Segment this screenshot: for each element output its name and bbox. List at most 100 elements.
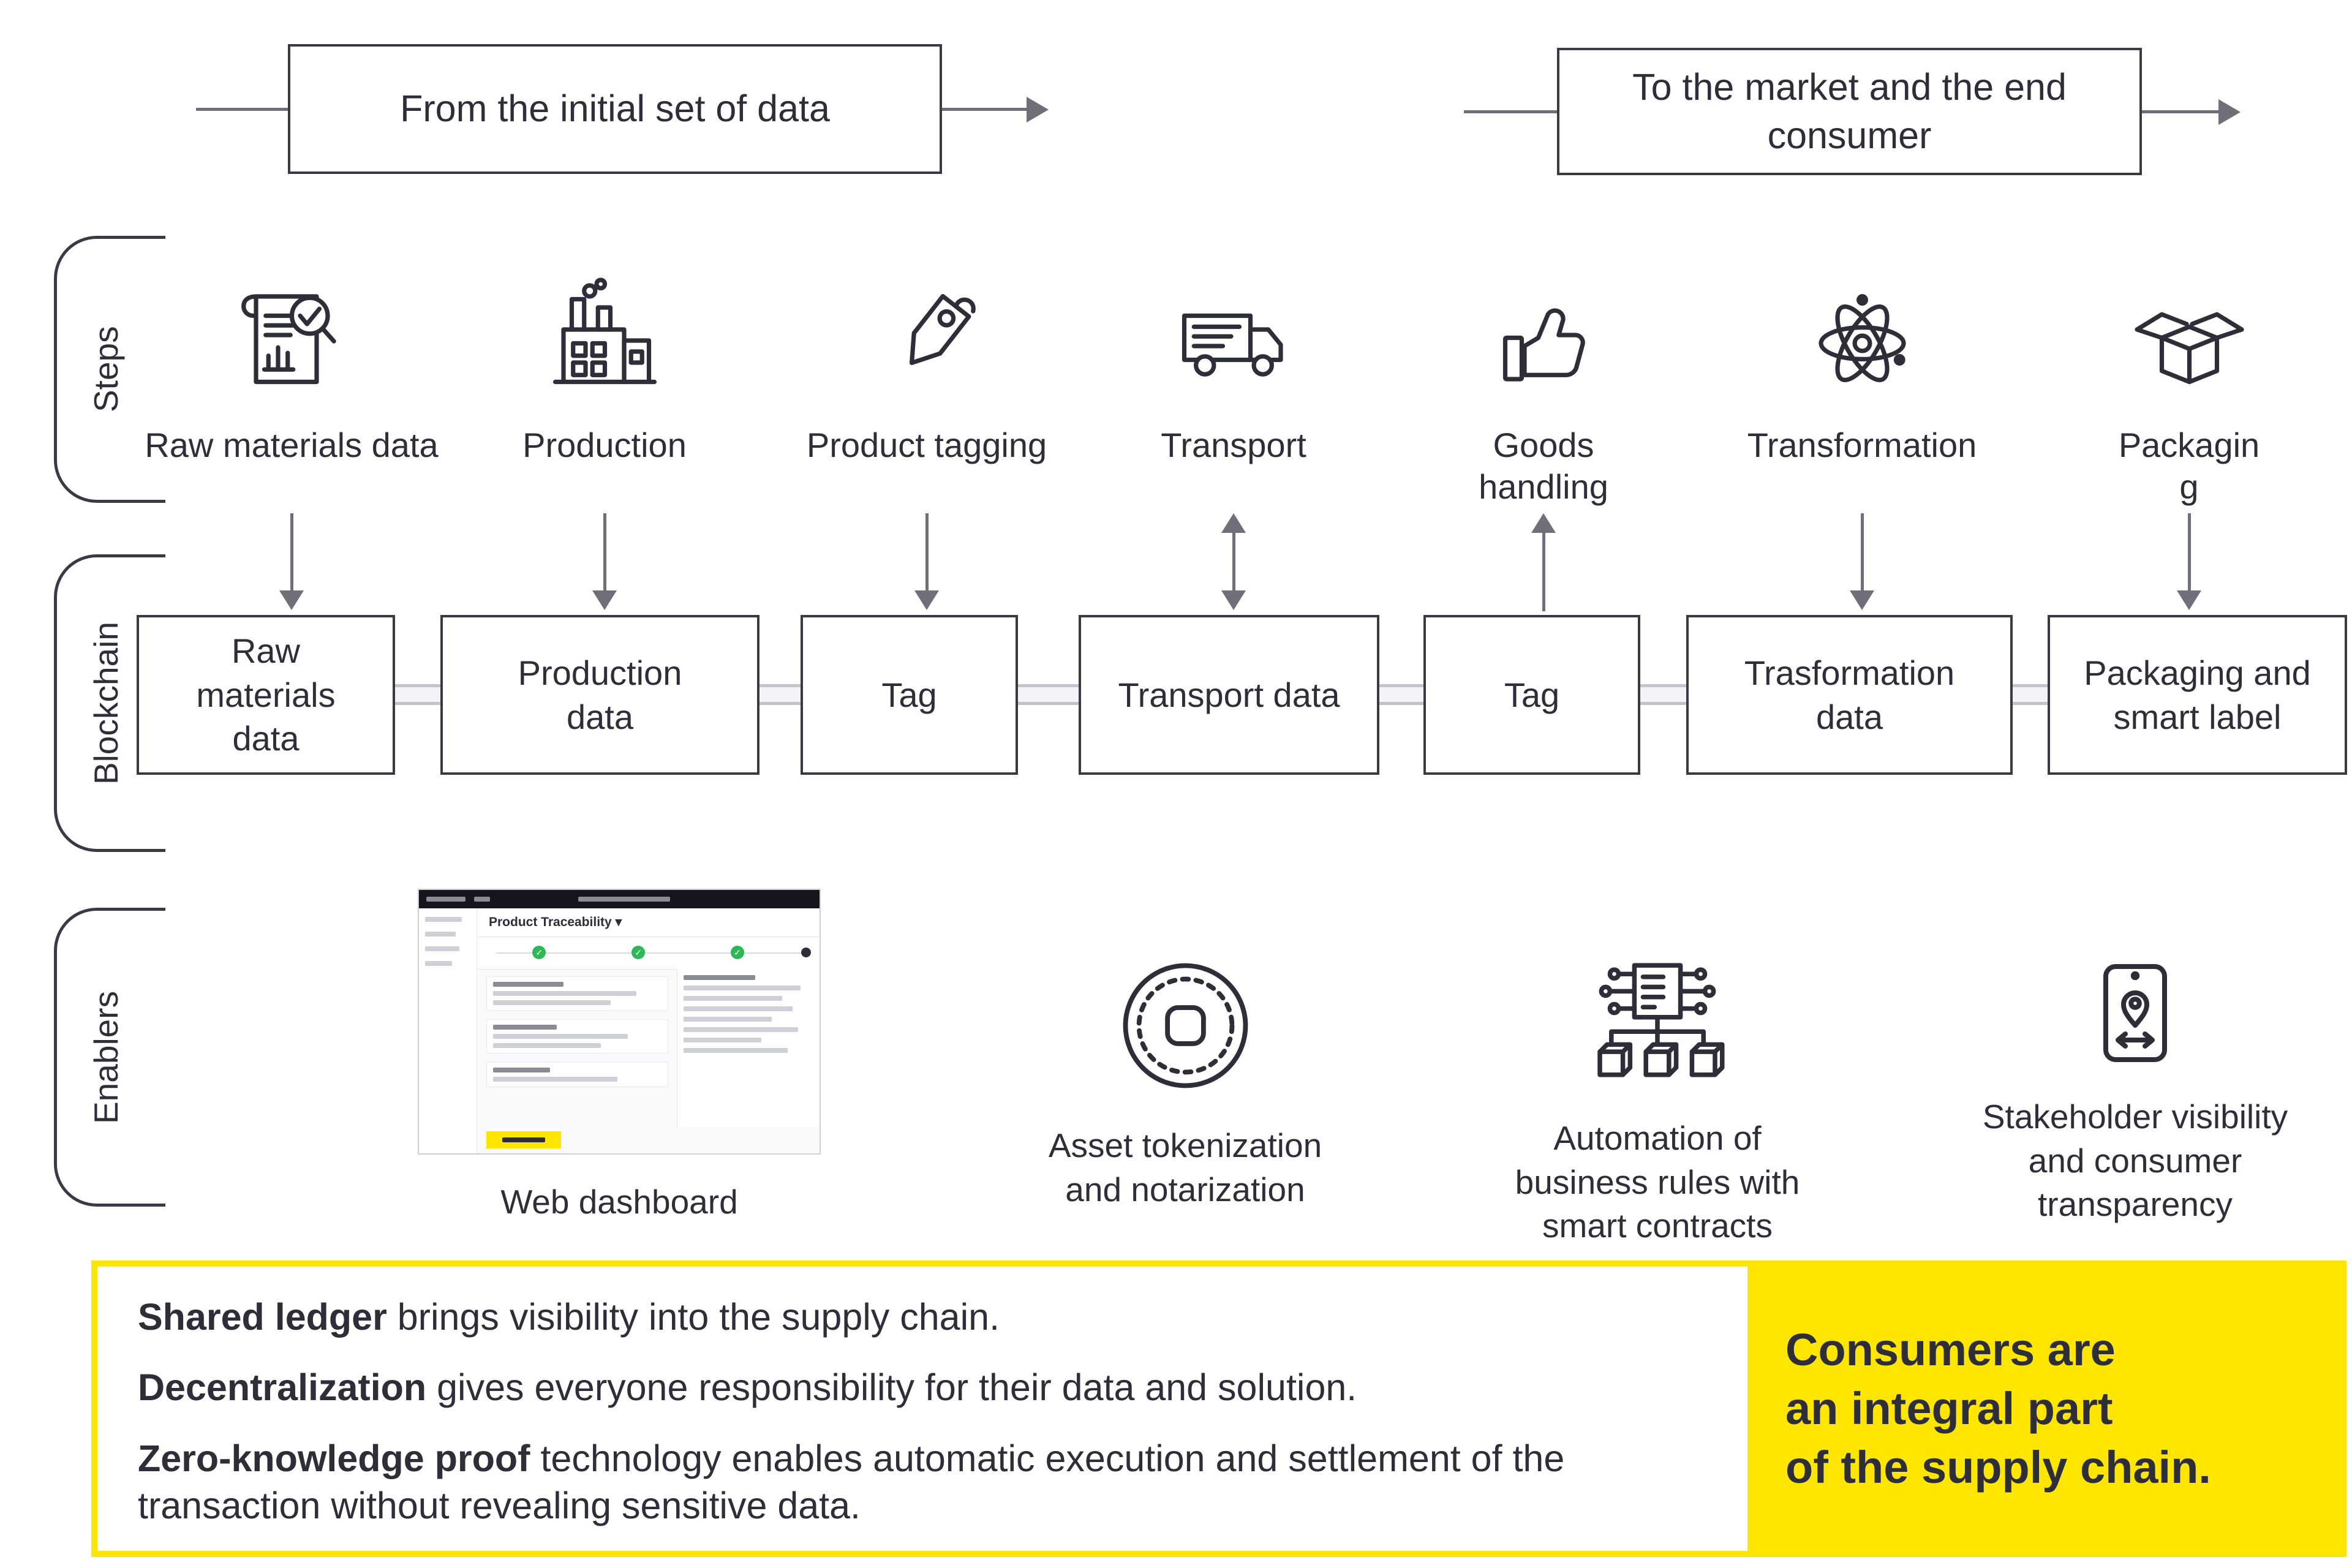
blockchain-block-transformation: Trasformation data	[1686, 615, 2013, 775]
dashboard-top-bar	[419, 890, 820, 908]
text-line-bar	[683, 1027, 798, 1032]
factory-icon	[552, 277, 657, 385]
footer-point-decentralization: Decentralization gives everyone responsi…	[138, 1364, 1711, 1411]
footer-panel: Shared ledger brings visibility into the…	[91, 1261, 2346, 1557]
text-line-bar	[683, 1017, 772, 1022]
text-line-bar	[493, 991, 636, 996]
dashboard-columns	[478, 969, 820, 1126]
stepper-line	[496, 952, 801, 954]
step-transformation: Transformation	[1691, 274, 2034, 466]
open-box-icon	[2134, 312, 2244, 385]
arrow-down-packaging-head	[2177, 590, 2201, 610]
step-label: Goods handling	[1479, 426, 1608, 507]
enabler-tokenization: Asset tokenization and notarization	[1001, 951, 1369, 1212]
text-line-bar	[683, 1048, 788, 1053]
dashboard-sidebar	[419, 908, 477, 1153]
arrow-down-production	[603, 513, 606, 592]
bracket-steps	[54, 236, 165, 503]
step-label: Raw materials data	[145, 426, 439, 464]
web-dashboard-screenshot: Product Traceability ▾ ✓ ✓ ✓	[418, 889, 821, 1155]
footer-point-text: brings visibility into the supply chain.	[386, 1296, 1000, 1338]
truck-icon	[1182, 313, 1283, 377]
atom-icon	[1818, 294, 1906, 382]
dashboard-card	[486, 1062, 668, 1087]
blockchain-block-tag-2: Tag	[1423, 615, 1640, 775]
arrow-down-production-head	[592, 590, 617, 610]
footer-point-bold: Shared ledger	[138, 1296, 387, 1338]
flow-line-right-out	[2142, 110, 2220, 113]
price-tag-icon	[909, 293, 976, 366]
document-chart-magnifier-icon	[241, 294, 336, 385]
enabler-label-web-dashboard: Web dashboard	[500, 1183, 738, 1221]
footer-point-text: technology enables automatic execution a…	[138, 1437, 1565, 1527]
footer-point-zero-knowledge: Zero-knowledge proof technology enables …	[138, 1435, 1711, 1530]
flow-arrow-left-icon	[1027, 97, 1049, 123]
enabler-stakeholder-visibility: Stakeholder visibility and consumer tran…	[1951, 954, 2319, 1227]
footer-points: Shared ledger brings visibility into the…	[97, 1267, 1747, 1551]
text-line-bar	[493, 1025, 557, 1030]
text-line-bar	[683, 986, 801, 990]
blockchain-block-raw-materials: Raw materials data	[137, 615, 395, 775]
enabler-label-smart-contracts: Automation of business rules with smart …	[1515, 1119, 1800, 1245]
enabler-label-tokenization: Asset tokenization and notarization	[1048, 1126, 1322, 1208]
text-line-bar	[493, 1034, 628, 1039]
dashboard-action-button	[486, 1131, 561, 1148]
text-line-bar	[493, 1077, 618, 1082]
dashboard-card	[486, 976, 668, 1011]
step-goods-handling: Goods handling	[1372, 274, 1715, 508]
chain-link	[1018, 684, 1079, 705]
header-right-label: To the market and the end consumer	[1632, 66, 2067, 156]
text-line-bar	[493, 982, 564, 987]
enabler-web-dashboard: Product Traceability ▾ ✓ ✓ ✓	[418, 889, 821, 1224]
text-line-bar	[425, 946, 459, 951]
arrow-down-raw-materials	[290, 513, 293, 592]
step-transport: Transport	[1062, 274, 1405, 466]
stepper-dot	[801, 948, 811, 957]
tablet-location-icon	[2103, 964, 2167, 1062]
text-line-bar	[493, 1000, 611, 1005]
enabler-smart-contracts: Automation of business rules with smart …	[1474, 957, 1841, 1248]
section-label-enablers: Enablers	[87, 990, 125, 1124]
text-line-bar	[683, 1038, 762, 1042]
step-label: Packagin g	[2118, 426, 2260, 507]
step-label: Transport	[1161, 426, 1306, 464]
enabler-label-stakeholder-visibility: Stakeholder visibility and consumer tran…	[1982, 1098, 2288, 1223]
dashboard-main: Product Traceability ▾ ✓ ✓ ✓	[478, 908, 820, 1153]
flow-arrow-right-icon	[2218, 99, 2241, 125]
text-line-bar	[474, 897, 490, 902]
thumbs-up-icon	[1502, 308, 1585, 382]
text-line-bar	[425, 961, 452, 966]
arrow-up-goods-handling	[1542, 530, 1545, 611]
dashboard-title: Product Traceability ▾	[478, 908, 820, 937]
bracket-blockchain	[54, 554, 165, 852]
flow-line-left-out	[942, 108, 1028, 111]
arrow-down-transformation	[1861, 513, 1864, 592]
arrow-down-raw-materials-head	[279, 590, 304, 610]
text-line-bar	[578, 897, 670, 902]
step-label: Product tagging	[806, 426, 1047, 464]
blockchain-block-transport: Transport data	[1079, 615, 1379, 775]
arrow-down-product-tagging-head	[914, 590, 939, 610]
text-line-bar	[683, 996, 783, 1001]
arrow-down-transformation-head	[1850, 590, 1874, 610]
bracket-enablers	[54, 908, 165, 1207]
flow-line-right	[1464, 110, 1557, 113]
step-packaging: Packagin g	[2018, 274, 2352, 508]
footer-point-bold: Decentralization	[138, 1366, 427, 1409]
step-production: Production	[433, 274, 776, 466]
chain-link	[1379, 684, 1423, 705]
check-icon: ✓	[631, 946, 646, 959]
arrow-down-product-tagging	[925, 513, 929, 592]
check-icon: ✓	[532, 946, 546, 959]
arrow-down-packaging	[2188, 513, 2191, 592]
arrow-both-transport	[1232, 530, 1235, 593]
footer-point-text: gives everyone responsibility for their …	[426, 1366, 1357, 1409]
flow-line-left	[196, 108, 288, 111]
smart-contract-icon	[1597, 963, 1725, 1077]
step-label: Transformation	[1747, 426, 1977, 464]
footer-point-shared-ledger: Shared ledger brings visibility into the…	[138, 1294, 1711, 1341]
consumers-callout: Consumers are an integral part of the su…	[1747, 1267, 2340, 1551]
text-line-bar	[493, 1068, 551, 1072]
chain-link	[2013, 684, 2048, 705]
text-line-bar	[502, 1137, 545, 1142]
